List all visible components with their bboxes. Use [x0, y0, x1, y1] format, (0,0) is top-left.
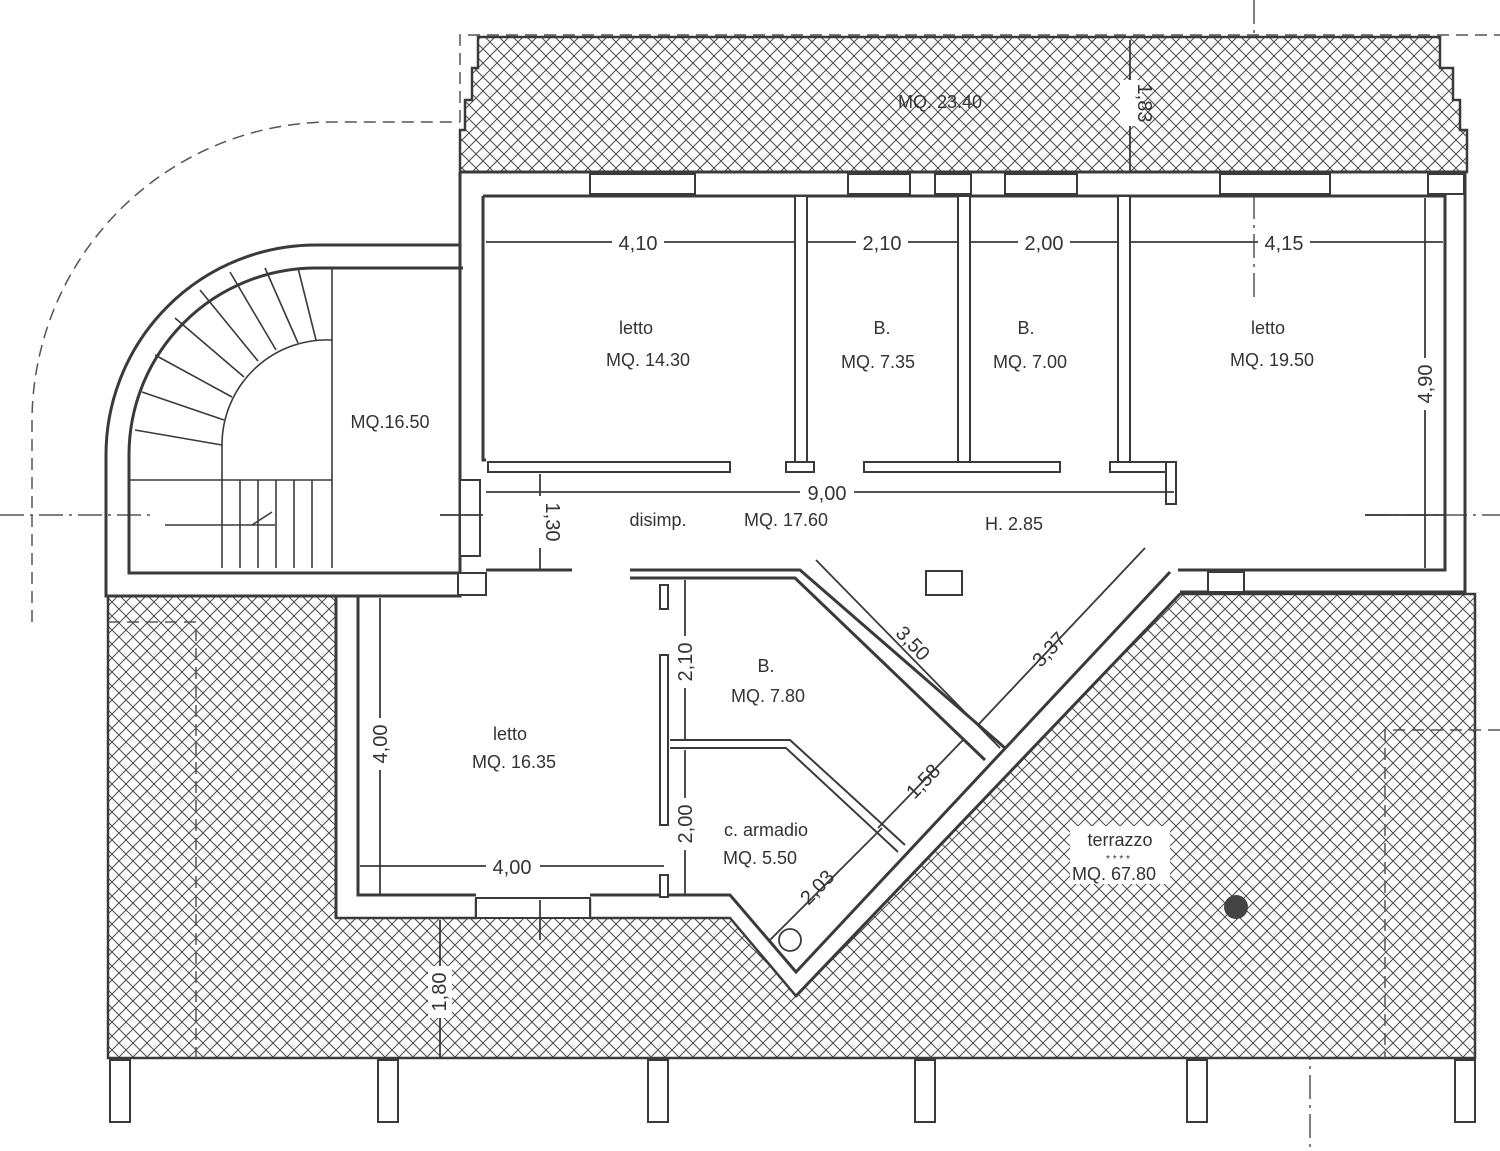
terrace-drain-dot	[1224, 895, 1248, 919]
letto2-area: MQ. 19.50	[1230, 350, 1314, 370]
letto1-area: MQ. 14.30	[606, 350, 690, 370]
partitions-top	[487, 195, 1177, 505]
letto3-name: letto	[493, 724, 527, 744]
dim-400-horizontal: 4,00	[493, 857, 532, 879]
bath3-name: B.	[757, 656, 774, 676]
dim-210-mid: 2,10	[675, 643, 697, 682]
dim-top-depth: 1,83	[1133, 84, 1155, 123]
hall-area: MQ. 17.60	[744, 510, 828, 530]
closet-area: MQ. 5.50	[723, 848, 797, 868]
dim-410: 4,10	[619, 233, 658, 255]
outer-wall-stair-room	[104, 243, 463, 598]
dim-900: 9,00	[808, 483, 847, 505]
bath1-area: MQ. 7.35	[841, 352, 915, 372]
bath1-name: B.	[873, 318, 890, 338]
hall-name: disimp.	[629, 510, 686, 530]
terrace-top-area: MQ. 23.40	[898, 92, 982, 112]
wall-hall-left	[460, 568, 1006, 762]
letto3-area: MQ. 16.35	[472, 752, 556, 772]
terrace-bottom	[106, 592, 1477, 1060]
dim-200-top: 2,00	[1025, 233, 1064, 255]
dim-490: 4,90	[1415, 365, 1437, 404]
windows-bottom	[457, 479, 1245, 919]
dim-415: 4,15	[1265, 233, 1304, 255]
terrace-top	[458, 35, 1469, 174]
dim-350: 3,50	[891, 622, 934, 665]
dim-200-mid: 2,00	[675, 805, 697, 844]
terrace-stars: * * * *	[1106, 854, 1130, 865]
outer-wall-main	[458, 170, 1467, 594]
terrace-name: terrazzo	[1087, 830, 1152, 850]
closet-name: c. armadio	[724, 820, 808, 840]
windows-top	[589, 173, 1465, 195]
dashed-outline-arc	[31, 121, 460, 622]
partitions-middle	[659, 584, 906, 898]
chimney-fixture	[925, 570, 963, 596]
terrace-dashed-right	[1384, 729, 1500, 1058]
wall-diagonal-inner	[794, 592, 1182, 998]
letto1-name: letto	[619, 318, 653, 338]
dashed-outline-top	[459, 34, 1500, 122]
terrace-label-bg	[1070, 826, 1170, 884]
terrace-dashed-left	[108, 621, 197, 1058]
bath2-area: MQ. 7.00	[993, 352, 1067, 372]
dim-180: 1,80	[429, 973, 451, 1012]
ceiling-height: H. 2.85	[985, 514, 1043, 534]
bath2-name: B.	[1017, 318, 1034, 338]
dim-130: 1,30	[541, 503, 563, 542]
dim-210-top: 2,10	[863, 233, 902, 255]
spiral-staircase	[129, 267, 333, 568]
dim-400-vertical: 4,00	[370, 725, 392, 764]
terrace-posts	[109, 1059, 1476, 1123]
bath3-area: MQ. 7.80	[731, 686, 805, 706]
drain-fixture	[778, 928, 802, 952]
dim-203: 2,03	[796, 866, 839, 909]
terrace-area: MQ. 67.80	[1072, 864, 1156, 884]
letto2-name: letto	[1251, 318, 1285, 338]
stair-room-area: MQ.16.50	[350, 412, 429, 432]
